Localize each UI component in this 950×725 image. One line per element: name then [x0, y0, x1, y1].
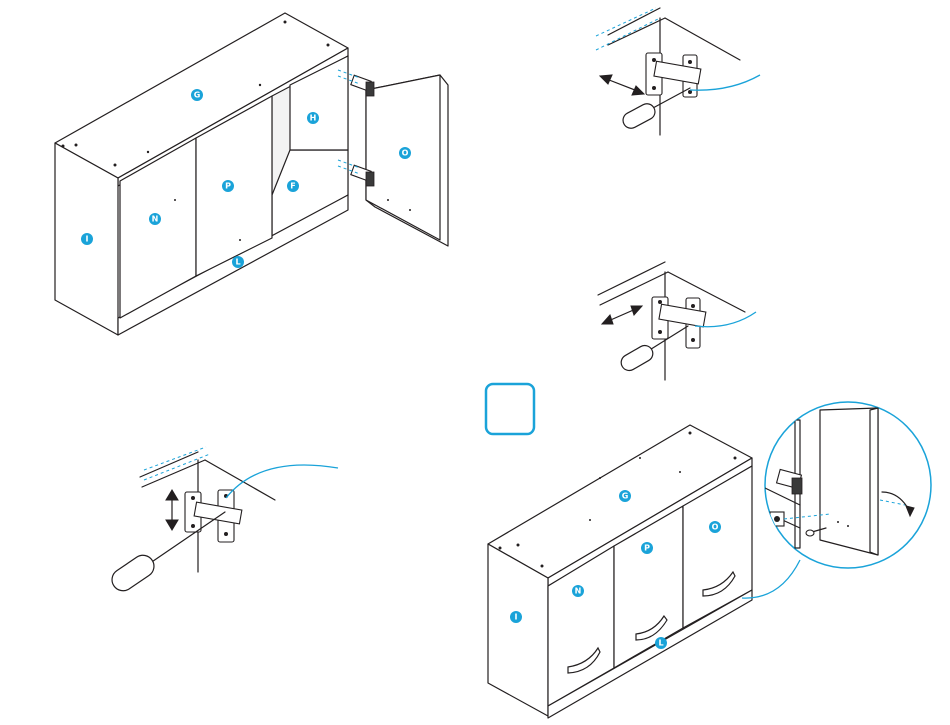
svg-text:G: G	[622, 492, 629, 501]
label-badge-p: P	[222, 180, 234, 192]
screwdriver-icon	[108, 512, 225, 595]
label-badge-l: L	[655, 637, 667, 649]
label-badge-h: H	[307, 112, 319, 124]
label-badge-n: N	[572, 585, 584, 597]
cabinet-assembled-figure	[488, 425, 800, 718]
svg-text:I: I	[515, 613, 518, 622]
label-badge-i: I	[81, 233, 93, 245]
double-arrow-icon	[600, 75, 644, 95]
double-arrow-icon	[166, 490, 178, 530]
svg-text:L: L	[658, 639, 663, 648]
svg-text:O: O	[402, 149, 409, 158]
svg-text:P: P	[644, 544, 650, 553]
label-badge-o: O	[399, 147, 411, 159]
svg-text:O: O	[712, 523, 719, 532]
svg-text:N: N	[152, 215, 159, 224]
hinge-adjust-detail-2	[598, 262, 756, 380]
svg-text:P: P	[225, 182, 231, 191]
label-badge-n: N	[149, 213, 161, 225]
svg-text:I: I	[86, 235, 89, 244]
label-badge-f: F	[287, 180, 299, 192]
cabinet-open-door-figure	[55, 13, 448, 335]
hinge-adjust-detail-3	[108, 447, 338, 595]
svg-text:L: L	[235, 258, 240, 267]
svg-text:N: N	[575, 587, 582, 596]
svg-text:G: G	[194, 91, 201, 100]
label-badge-i: I	[510, 611, 522, 623]
detail-zoom-circle-icon	[765, 402, 931, 568]
label-badge-o: O	[709, 521, 721, 533]
step-number-box	[486, 384, 534, 434]
label-badge-g: G	[619, 490, 631, 502]
label-badge-g: G	[191, 89, 203, 101]
svg-text:F: F	[290, 182, 295, 191]
label-badge-p: P	[641, 542, 653, 554]
hinge-adjust-detail-1	[596, 8, 760, 135]
double-arrow-icon	[602, 306, 642, 324]
svg-text:H: H	[310, 114, 317, 123]
label-badge-l: L	[232, 256, 244, 268]
